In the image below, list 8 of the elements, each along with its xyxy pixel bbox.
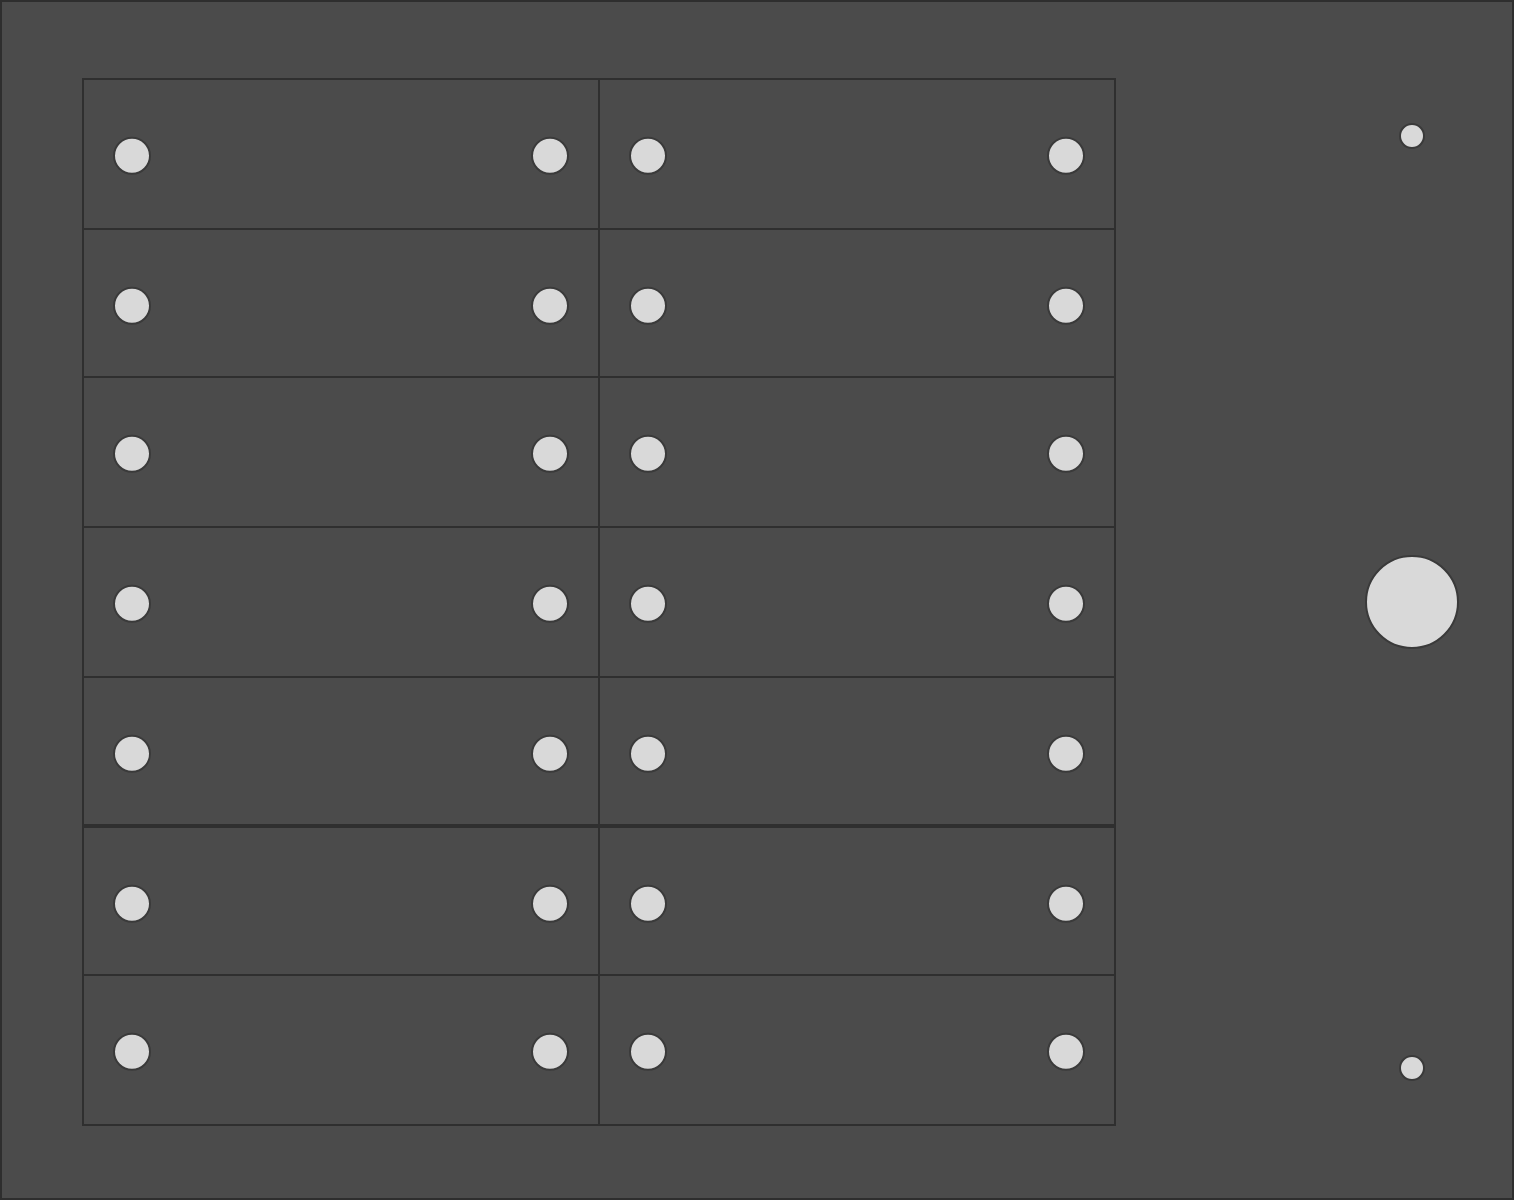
panel-cell: [82, 675, 600, 827]
panel-cell: [82, 974, 600, 1126]
panel-cell: [598, 825, 1116, 977]
panel-cell: [82, 78, 600, 230]
panel-cell: [82, 825, 600, 977]
panel-cell: [598, 974, 1116, 1126]
panel-cell: [598, 78, 1116, 230]
panel-cell: [598, 675, 1116, 827]
